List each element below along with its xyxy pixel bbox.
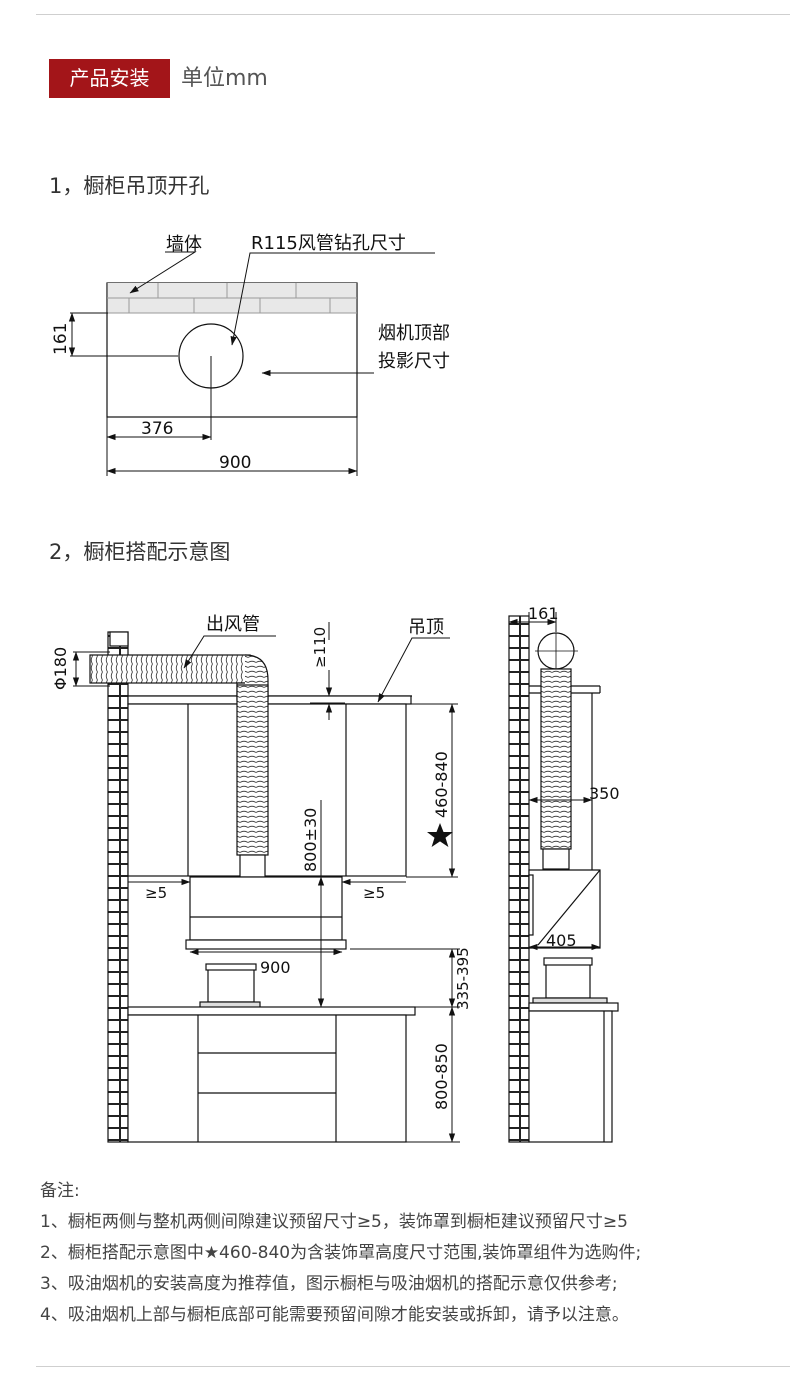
unit-label: 单位mm <box>181 66 268 91</box>
dim-phi180: Φ180 <box>51 647 70 690</box>
note-item-4: 4、吸油烟机上部与橱柜底部可能需要预留间隙才能安装或拆卸，请予以注意。 <box>40 1305 629 1325</box>
dim-800-850: 800-850 <box>432 1043 451 1110</box>
side-brick-wall <box>508 615 530 1143</box>
notes-title: 备注: <box>40 1181 80 1201</box>
note-item-3: 3、吸油烟机的安装高度为推荐值，图示橱柜与吸油烟机的搭配示意仅供参考; <box>40 1274 618 1294</box>
front-view <box>72 622 460 1143</box>
installation-diagram: 墙体 R115风管钻孔尺寸 烟机顶部 投影尺寸 161 376 900 <box>51 233 620 1143</box>
dim-ge5-right: ≥5 <box>363 884 385 902</box>
brick-wall <box>107 631 129 1143</box>
side-dim-350: 350 <box>589 784 620 803</box>
side-vertical-duct <box>540 668 572 850</box>
projection-label-1: 烟机顶部 <box>378 323 450 344</box>
dim-900-hood: 900 <box>260 958 291 977</box>
dim-161: 161 <box>51 323 71 355</box>
side-view <box>508 612 619 1143</box>
dim-ge110: ≥110 <box>311 627 329 668</box>
top-divider <box>36 14 790 15</box>
notes-block: 备注: 1、橱柜两侧与整机两侧间隙建议预留尺寸≥5，装饰罩到橱柜建议预留尺寸≥5… <box>40 1176 641 1331</box>
section1-title: 1，橱柜吊顶开孔 <box>49 174 210 198</box>
ceiling-label: 吊顶 <box>408 617 444 638</box>
hole-label: R115风管钻孔尺寸 <box>251 233 406 254</box>
dim-ge5-left: ≥5 <box>145 884 167 902</box>
dim-460-840: 460-840 <box>432 751 451 818</box>
vertical-duct <box>236 684 269 856</box>
dim-335-395: 335-395 <box>454 947 472 1010</box>
star-icon <box>427 823 453 847</box>
dim-900: 900 <box>219 453 251 473</box>
wall-label: 墙体 <box>166 234 202 255</box>
lower-cabinet <box>127 1014 407 1143</box>
section-badge: 产品安装 <box>49 59 170 98</box>
dim-376: 376 <box>141 419 173 439</box>
dim-800pm30: 800±30 <box>301 808 320 872</box>
note-item-2: 2、橱柜搭配示意图中★460-840为含装饰罩高度尺寸范围,装饰罩组件为选购件; <box>40 1243 642 1263</box>
duct-label: 出风管 <box>206 614 260 635</box>
range-hood <box>189 876 343 941</box>
ceiling-board <box>127 695 412 705</box>
horizontal-duct <box>89 654 251 684</box>
countertop <box>127 1006 416 1016</box>
bottom-divider <box>36 1366 790 1367</box>
side-dim-161: 161 <box>528 604 559 623</box>
projection-label-2: 投影尺寸 <box>378 351 450 372</box>
note-item-1: 1、橱柜两侧与整机两侧间隙建议预留尺寸≥5，装饰罩到橱柜建议预留尺寸≥5 <box>40 1212 628 1232</box>
side-dim-405: 405 <box>546 931 577 950</box>
opening-diagram <box>68 251 435 476</box>
side-lower-cabinet <box>528 1010 613 1143</box>
cooking-pot <box>207 967 255 1003</box>
section2-title: 2，橱柜搭配示意图 <box>49 540 231 564</box>
